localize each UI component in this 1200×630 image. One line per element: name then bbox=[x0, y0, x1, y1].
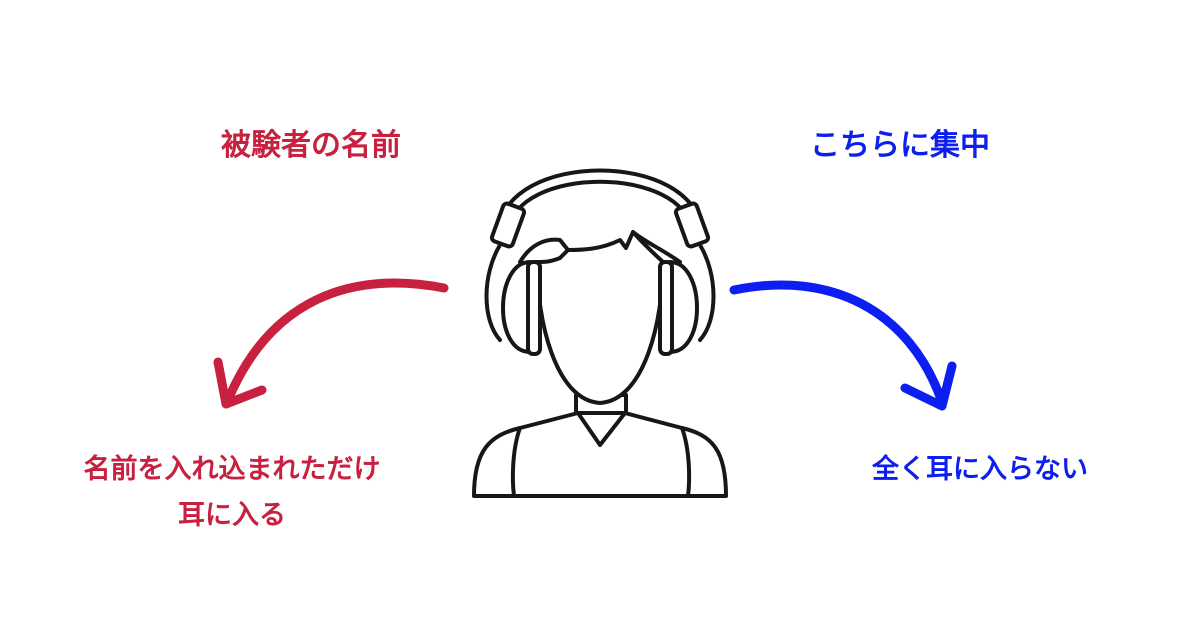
left-caption: 名前を入れ込まれただけ 耳に入る bbox=[84, 447, 381, 539]
right-title: こちらに集中 bbox=[810, 128, 990, 163]
left-title: 被験者の名前 bbox=[221, 128, 401, 163]
right-caption: 全く耳に入らない bbox=[872, 454, 1088, 485]
person-with-headphones-icon bbox=[472, 168, 728, 498]
left-caption-line1: 名前を入れ込まれただけ bbox=[83, 454, 381, 485]
blue-arrow-icon bbox=[729, 280, 957, 411]
red-arrow-icon bbox=[213, 278, 449, 409]
left-caption-line2: 耳に入る bbox=[178, 499, 286, 531]
